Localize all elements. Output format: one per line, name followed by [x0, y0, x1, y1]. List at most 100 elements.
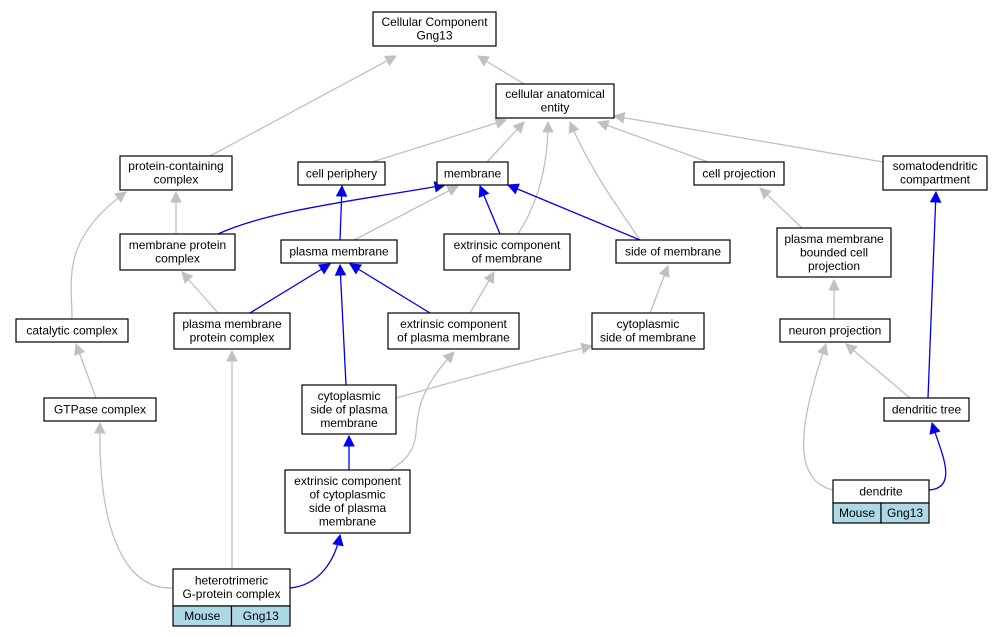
arrowhead: [929, 190, 942, 203]
term-box: [284, 469, 411, 534]
arrowhead: [845, 343, 858, 356]
edge-line: [597, 121, 709, 163]
term-label-line: cytoplasmic: [318, 389, 381, 403]
term-node-som[interactable]: side of membrane: [615, 239, 731, 264]
term-node-dt[interactable]: dendritic tree: [883, 397, 970, 422]
term-box: [495, 83, 615, 119]
term-node-cproj[interactable]: cell projection: [693, 161, 785, 186]
term-label-line: dendritic tree: [892, 402, 962, 416]
arrowhead: [494, 117, 508, 129]
edge-line: [349, 263, 431, 314]
term-label-line: bounded cell: [800, 245, 868, 259]
term-box: [280, 239, 398, 264]
term-label-line: plasma membrane: [289, 244, 389, 258]
term-box: [882, 155, 988, 191]
arrowhead: [442, 351, 455, 364]
edge-hgp-to-gtp: [93, 421, 174, 589]
arrowhead: [580, 342, 594, 354]
edge-pm-to-mem: [353, 185, 459, 241]
term-node-cat[interactable]: catalytic complex: [15, 318, 129, 343]
term-label-line: plasma membrane: [784, 232, 884, 246]
edge-line: [339, 264, 347, 386]
term-node-mem[interactable]: membrane: [436, 161, 509, 186]
term-node-np[interactable]: neuron projection: [779, 318, 891, 343]
arrowhead: [478, 184, 490, 198]
term-label-line: dendrite: [859, 484, 903, 498]
term-label-line: somatodendritic: [893, 159, 978, 173]
annotation-species: Mouse: [839, 506, 875, 520]
term-node-cper[interactable]: cell periphery: [297, 161, 386, 186]
term-label-line: side of membrane: [625, 244, 721, 258]
arrowhead: [335, 184, 348, 197]
edge-line: [802, 343, 834, 491]
edge-line: [613, 115, 884, 163]
term-label-line: compartment: [900, 173, 971, 187]
edges-layer: [70, 55, 947, 589]
term-label-line: heterotrimeric: [195, 574, 268, 588]
arrowhead: [828, 278, 840, 291]
edge-line: [99, 422, 174, 589]
term-label-line: membrane: [320, 416, 378, 430]
arrowhead: [542, 120, 554, 133]
term-box: [615, 239, 731, 264]
term-box: [372, 11, 497, 47]
edge-pmpc-to-pm: [249, 263, 331, 314]
arrowhead: [384, 55, 397, 67]
term-label-line: protein complex: [190, 331, 275, 345]
arrowhead: [334, 263, 347, 276]
term-box: [779, 318, 891, 343]
term-label-line: membrane: [319, 515, 377, 529]
term-label-line: entity: [541, 101, 570, 115]
arrowhead: [512, 121, 525, 134]
term-label-line: side of plasma: [309, 501, 387, 515]
arrowhead: [612, 112, 626, 124]
edge-csm-to-som: [649, 264, 670, 314]
edge-line: [353, 185, 459, 241]
term-box: [15, 318, 129, 343]
edge-mpc-to-mem: [217, 181, 447, 235]
edge-line: [517, 121, 549, 235]
term-label-line: cell periphery: [306, 166, 377, 180]
arrowhead: [658, 264, 670, 278]
edge-dt-to-np: [845, 343, 911, 399]
term-label-line: extrinsic component: [400, 317, 507, 331]
term-node-pm[interactable]: plasma membrane: [280, 239, 398, 264]
term-label-line: G-protein complex: [182, 587, 280, 601]
arrowhead: [318, 263, 331, 275]
edge-line: [209, 55, 397, 157]
annotation-gene: Gng13: [887, 506, 923, 520]
term-box: [436, 161, 509, 186]
term-label-line: side of plasma: [310, 402, 388, 416]
edge-line: [569, 121, 641, 241]
arrowhead: [477, 55, 490, 67]
arrowhead: [568, 120, 580, 134]
term-label-line: plasma membrane: [182, 317, 282, 331]
arrowhead: [506, 183, 520, 195]
term-label-line: side of membrane: [600, 331, 696, 345]
term-box: [119, 233, 236, 271]
arrowhead: [483, 271, 495, 284]
edge-mpc-to-pcc: [170, 190, 182, 234]
arrowhead: [817, 342, 829, 356]
term-node-gtp[interactable]: GTPase complex: [43, 397, 157, 422]
term-label-line: complex: [154, 173, 199, 187]
arrowhead: [343, 434, 355, 447]
arrowhead: [181, 271, 194, 284]
arrowhead: [74, 342, 86, 356]
edge-ecpm-to-pm: [349, 263, 431, 314]
